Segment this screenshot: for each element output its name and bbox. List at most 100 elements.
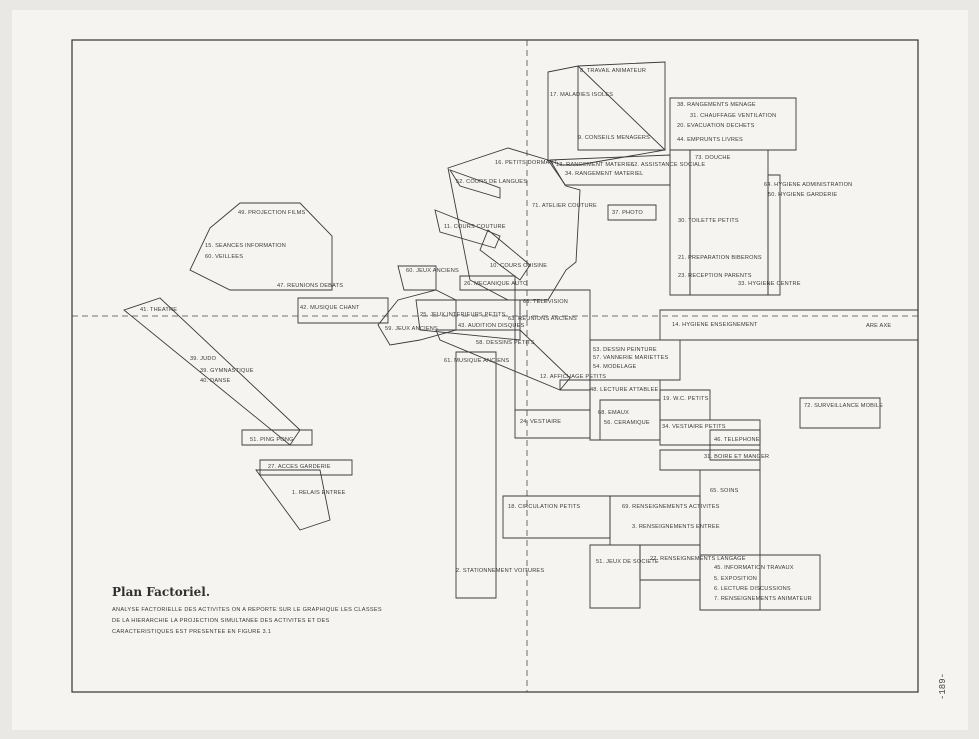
- activity-label: 50. HYGIENE GARDERIE: [768, 192, 837, 198]
- region-outline: [448, 169, 501, 199]
- region-outline: [589, 544, 641, 609]
- activity-label: 66. TELEVISION: [523, 299, 568, 305]
- region-outline: [767, 174, 781, 296]
- activity-label: 58. DESSINS PETITS: [476, 340, 535, 346]
- region-outline: [659, 309, 919, 341]
- activity-label: 44. EMPRUNTS LIVRES: [677, 137, 743, 143]
- plan-title: Plan Factoriel.: [112, 585, 211, 599]
- activity-label: 38. RANGEMENTS MENAGE: [677, 102, 756, 108]
- activity-label: 3. RENSEIGNEMENTS ENTREE: [632, 524, 720, 530]
- activity-label: 64. HYGIENE ADMINISTRATION: [764, 182, 852, 188]
- activity-label: 48. LECTURE ATTABLEE: [590, 387, 659, 393]
- activity-label: 42. MUSIQUE CHANT: [300, 305, 360, 311]
- axis-label: ARE AXE: [866, 323, 891, 329]
- activity-label: 26. MECANIQUE AUTO: [464, 281, 528, 287]
- activity-label: 23. RECEPTION PARENTS: [678, 273, 752, 279]
- activity-label: 39. GYMNASTIQUE: [200, 368, 254, 374]
- activity-label: 22. RENSEIGNEMENTS LANGAGE: [650, 556, 746, 562]
- activity-label: 33. HYGIENE CENTRE: [738, 281, 801, 287]
- activity-label: 39. JUDO: [190, 356, 217, 362]
- activity-label: 5. EXPOSITION: [714, 576, 757, 582]
- region-outline: [514, 289, 591, 411]
- activity-label: 27. ACCES GARDERIE: [268, 464, 331, 470]
- activity-label: 60. VEILLEES: [205, 254, 243, 260]
- region-outline: [255, 469, 331, 531]
- activity-label: 21. PREPARATION BIBERONS: [678, 255, 762, 261]
- activity-label: 60. JEUX ANCIENS: [406, 268, 459, 274]
- activity-label: 53. DESSIN PEINTURE: [593, 347, 657, 353]
- activity-label: 7. RENSEIGNEMENTS ANIMATEUR: [714, 596, 812, 602]
- activity-label: 43. AUDITION DISQUES: [458, 323, 525, 329]
- activity-label: 41. THEATRE: [140, 307, 177, 313]
- region-outline: [669, 97, 797, 151]
- region-outline: [415, 299, 521, 341]
- activity-label: 34. RANGEMENT MATERIEL: [565, 171, 643, 177]
- region-outline: [447, 147, 581, 301]
- activity-labels: 8. TRAVAIL ANIMATEUR 17. MALADIES ISOLES…: [140, 68, 891, 602]
- activity-label: 25. JEUX INTERIEURS PETITS: [420, 312, 505, 318]
- activity-label: 16. PETITS DORMANT: [495, 160, 558, 166]
- activity-label: 47. REUNIONS DEBATS: [277, 283, 343, 289]
- activity-label: 73. DOUCHE: [695, 155, 731, 161]
- activity-label: 69. RENSEIGNEMENTS ACTIVITES: [622, 504, 720, 510]
- activity-label: 31. CHAUFFAGE VENTILATION: [690, 113, 776, 119]
- activity-label: 12. AFFICHAGE PETITS: [540, 374, 606, 380]
- activity-label: 14. HYGIENE ENSEIGNEMENT: [672, 322, 758, 328]
- activity-label: 20. EVACUATION DECHETS: [677, 123, 755, 129]
- activity-label: 30. TOILETTE PETITS: [678, 218, 739, 224]
- activity-label: 34. VESTIAIRE PETITS: [662, 424, 726, 430]
- activity-label: 61. MUSIQUE ANCIENS: [444, 358, 509, 364]
- region-outline: [241, 429, 313, 446]
- drawing-frame: [71, 39, 919, 693]
- plan-caption: ANALYSE FACTORIELLE DES ACTIVITES ON A R…: [112, 607, 382, 635]
- activity-label: 71. ATELIER COUTURE: [532, 203, 597, 209]
- activity-label: 59. JEUX ANCIENS: [385, 326, 438, 332]
- activity-label: 2. STATIONNEMENT VOITURES: [456, 568, 544, 574]
- region-outline: [699, 554, 821, 611]
- activity-label: 40. DANSE: [200, 378, 230, 384]
- activity-label: 15. SEANCES INFORMATION: [205, 243, 286, 249]
- activity-label: 56. CERAMIQUE: [604, 420, 650, 426]
- activity-label: 63. REUNIONS ANCIENS: [508, 316, 577, 322]
- activity-label: 54. MODELAGE: [593, 364, 637, 370]
- region-outline: [514, 409, 591, 439]
- activity-label: 45. INFORMATION TRAVAUX: [714, 565, 794, 571]
- activity-label: 18. CIRCULATION PETITS: [508, 504, 580, 510]
- activity-label: 6. LECTURE DISCUSSIONS: [714, 586, 791, 592]
- activity-label: 8. TRAVAIL ANIMATEUR: [580, 68, 646, 74]
- region-outline: [377, 289, 457, 346]
- activity-label: 51. JEUX DE SOCIETE: [596, 559, 659, 565]
- activity-label: 72. SURVEILLANCE MOBILE: [804, 403, 883, 409]
- region-outline: [589, 339, 681, 381]
- activity-label: 37. PHOTO: [612, 210, 643, 216]
- region-outline: [189, 202, 333, 291]
- region-outline: [479, 229, 531, 281]
- region-outline: [502, 495, 611, 539]
- region-outline: [434, 209, 501, 249]
- activity-label: 49. PROJECTION FILMS: [238, 210, 305, 216]
- region-outline: [659, 389, 711, 421]
- region-outline: [799, 397, 881, 429]
- region-outline: [435, 329, 571, 391]
- activity-label: 9. CONSEILS MENAGERS: [578, 135, 650, 141]
- activity-label: 19. W.C. PETITS: [663, 396, 709, 402]
- activity-label: 57. VANNERIE MARIETTES: [593, 355, 669, 361]
- activity-label: 62. ASSISTANCE SOCIALE: [631, 162, 705, 168]
- activity-label: 52. COURS DE LANGUES: [456, 179, 527, 185]
- activity-label: 24. VESTIAIRE: [520, 419, 561, 425]
- activity-label: 10. COURS CUISINE: [490, 263, 547, 269]
- activity-label: 65. SOINS: [710, 488, 739, 494]
- activity-label: 31. BOIRE ET MANGER: [704, 454, 769, 460]
- region-outline: [455, 351, 497, 599]
- region-outline: [297, 297, 389, 324]
- activity-label: 1. RELAIS ENTREE: [292, 490, 346, 496]
- region-outline: [607, 204, 657, 221]
- region-outlines: [123, 61, 919, 611]
- activity-label: 51. PING PONG: [250, 437, 294, 443]
- page-number: -189-: [938, 672, 948, 700]
- activity-label: 46. TELEPHONE: [714, 437, 760, 443]
- activity-label: 17. MALADIES ISOLES: [550, 92, 613, 98]
- activity-label: 13. RANGEMENT MATERIEL: [556, 162, 634, 168]
- activity-label: 68. EMAUX: [598, 410, 629, 416]
